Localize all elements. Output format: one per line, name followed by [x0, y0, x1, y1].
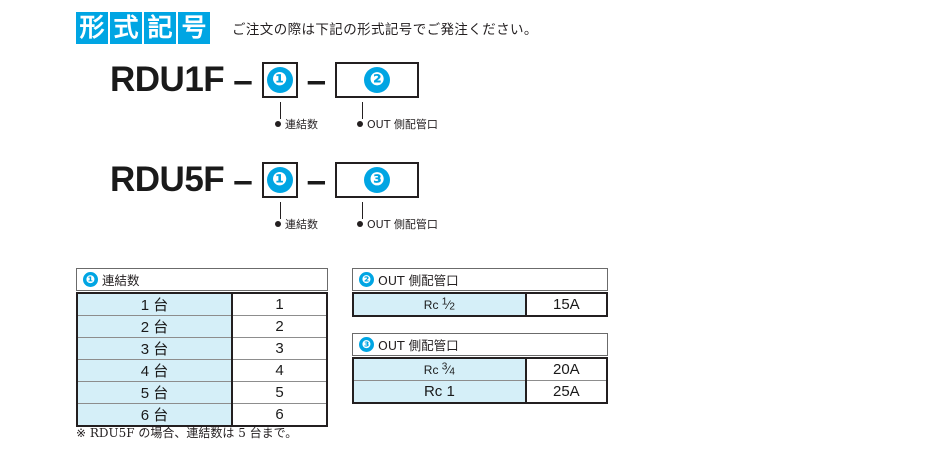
cell-value: 15A	[525, 292, 608, 317]
title-kanji-group: 形 式 記 号	[76, 12, 210, 44]
cell-key-numerator: 3	[441, 361, 448, 373]
table-row: 6 台 6	[76, 403, 328, 427]
header-note: ご注文の際は下記の形式記号でご発注ください。	[232, 22, 538, 38]
table-row: 4 台 4	[76, 359, 328, 382]
table-header-title: OUT 側配管口	[378, 338, 459, 353]
table-row: Rc 1 25A	[352, 380, 608, 404]
separator-dash: –	[233, 60, 253, 100]
cell-key-base: Rc	[423, 298, 439, 312]
cell-key-numerator: 1	[441, 296, 448, 308]
cell-key: 5 台	[76, 381, 233, 404]
leader-lines: 連結数 OUT 側配管口	[110, 102, 438, 138]
table-row: 5 台 5	[76, 381, 328, 404]
bullet-dot-icon	[275, 221, 281, 227]
cell-value: 1	[231, 292, 328, 316]
code-slot-2: ❸	[335, 162, 420, 198]
separator-dash: –	[233, 160, 253, 200]
cell-value: 4	[231, 359, 328, 382]
badge-3-icon: ❸	[359, 337, 374, 352]
model-code-row-rdu5f: RDU5F – ❶ – ❸ 連結数 OUT 側配管口	[110, 158, 438, 238]
table-header-title: OUT 側配管口	[378, 273, 459, 288]
cell-key-denominator: 4	[449, 366, 455, 378]
title-kanji-4: 号	[178, 12, 210, 44]
cell-key: 6 台	[76, 403, 233, 427]
separator-dash: –	[306, 160, 327, 200]
table-header-renketsu: ❶ 連結数	[76, 268, 328, 291]
table-header-out-port-2: ❷ OUT 側配管口	[352, 268, 608, 291]
badge-1: ❶	[266, 67, 293, 93]
title-kanji-3: 記	[144, 12, 176, 44]
leader-label-2: OUT 側配管口	[357, 216, 438, 232]
badge-2: ❷	[364, 67, 391, 93]
leader-label-2-text: OUT 側配管口	[367, 118, 438, 131]
table-header-out-port-3: ❸ OUT 側配管口	[352, 333, 608, 356]
table-row: Rc 1⁄2 15A	[352, 292, 608, 317]
leader-label-1: 連結数	[275, 116, 318, 132]
cell-key: 4 台	[76, 359, 233, 382]
leader-line-2	[362, 102, 363, 119]
table-row: 2 台 2	[76, 315, 328, 338]
model-code-row-rdu1f: RDU1F – ❶ – ❷ 連結数 OUT 側配管口	[110, 58, 438, 138]
cell-value: 6	[231, 403, 328, 427]
model-name: RDU1F	[110, 60, 225, 99]
cell-value: 20A	[525, 357, 608, 381]
code-slot-2: ❷	[335, 62, 420, 98]
leader-label-2-text: OUT 側配管口	[367, 218, 438, 231]
footnote: ※ RDU5F の場合、連結数は 5 台まで。	[76, 426, 298, 440]
badge-2-icon: ❷	[359, 272, 374, 287]
cell-key: 1 台	[76, 292, 233, 316]
cell-key-base: Rc	[423, 363, 439, 377]
code-slot-1: ❶	[261, 62, 298, 98]
cell-key: Rc 1	[352, 380, 527, 404]
table-header-title: 連結数	[102, 273, 140, 288]
cell-value: 5	[231, 381, 328, 404]
cell-key-denominator: 2	[449, 301, 455, 313]
model-code-line: RDU1F – ❶ – ❷	[110, 58, 420, 102]
page-header: 形 式 記 号 ご注文の際は下記の形式記号でご発注ください。	[76, 12, 538, 44]
badge-3: ❸	[364, 167, 391, 193]
leader-label-2: OUT 側配管口	[357, 116, 438, 132]
title-kanji-1: 形	[76, 12, 108, 44]
bullet-dot-icon	[357, 221, 363, 227]
table-renketsu: 1 台 1 2 台 2 3 台 3 4 台 4 5 台 5 6 台 6	[76, 292, 328, 427]
leader-lines: 連結数 OUT 側配管口	[110, 202, 438, 238]
cell-value: 2	[231, 315, 328, 338]
bullet-dot-icon	[357, 121, 363, 127]
leader-line-1	[280, 102, 281, 119]
leader-label-1: 連結数	[275, 216, 318, 232]
leader-line-2	[362, 202, 363, 219]
leader-line-1	[280, 202, 281, 219]
cell-key: Rc 3⁄4	[352, 357, 527, 381]
cell-value: 3	[231, 337, 328, 360]
leader-label-1-text: 連結数	[285, 118, 318, 131]
table-out-port-3: Rc 3⁄4 20A Rc 1 25A	[352, 357, 608, 404]
cell-value: 25A	[525, 380, 608, 404]
table-row: Rc 3⁄4 20A	[352, 357, 608, 381]
cell-key: 2 台	[76, 315, 233, 338]
model-name: RDU5F	[110, 160, 225, 199]
table-out-port-2: Rc 1⁄2 15A	[352, 292, 608, 317]
cell-key: 3 台	[76, 337, 233, 360]
separator-dash: –	[306, 60, 327, 100]
title-kanji-2: 式	[110, 12, 142, 44]
bullet-dot-icon	[275, 121, 281, 127]
code-slot-1: ❶	[261, 162, 298, 198]
model-code-line: RDU5F – ❶ – ❸	[110, 158, 420, 202]
table-row: 1 台 1	[76, 292, 328, 316]
leader-label-1-text: 連結数	[285, 218, 318, 231]
cell-key: Rc 1⁄2	[352, 292, 527, 317]
badge-1: ❶	[266, 167, 293, 193]
table-row: 3 台 3	[76, 337, 328, 360]
badge-1-icon: ❶	[83, 272, 98, 287]
